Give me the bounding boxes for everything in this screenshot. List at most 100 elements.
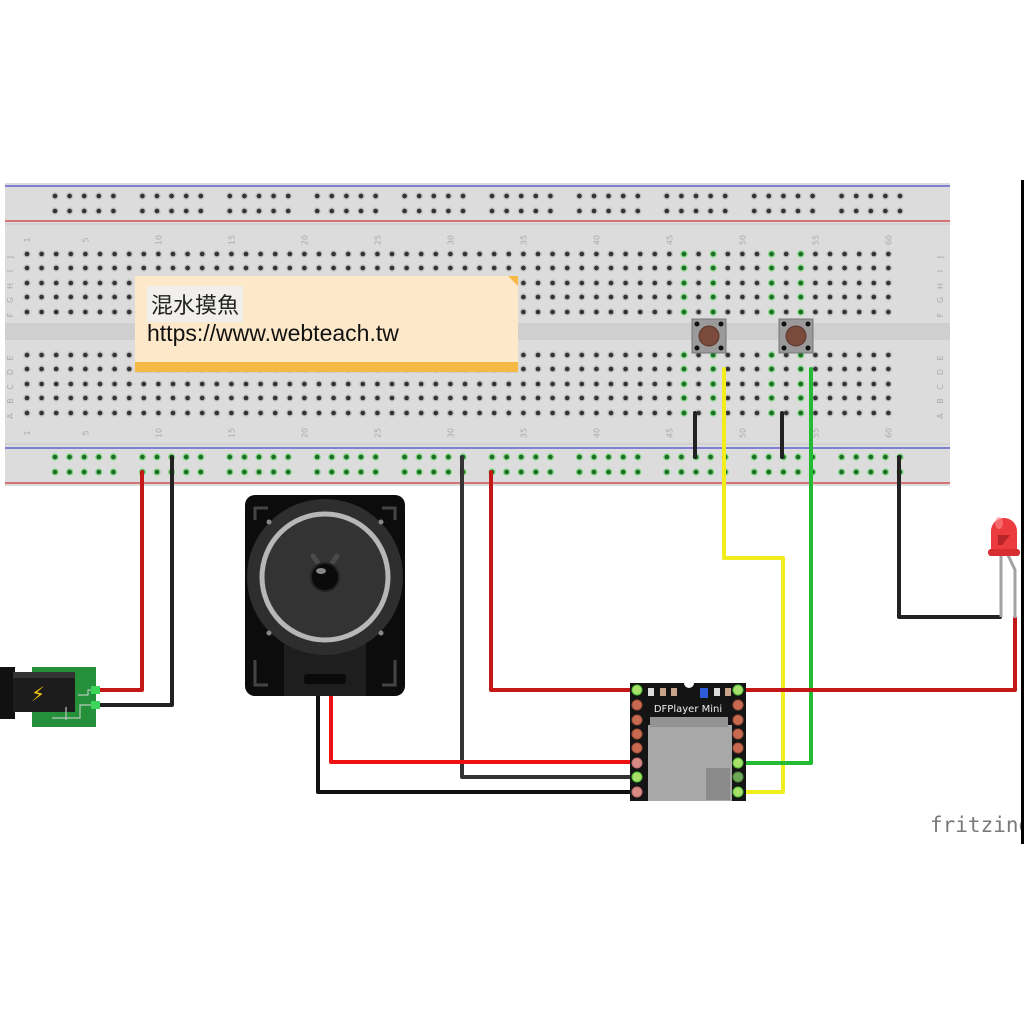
breadboard-hole[interactable]	[258, 395, 263, 401]
breadboard-hole[interactable]	[462, 251, 468, 257]
breadboard-hole[interactable]	[606, 454, 611, 460]
breadboard-hole[interactable]	[126, 352, 132, 358]
breadboard-hole[interactable]	[868, 193, 874, 199]
breadboard-hole[interactable]	[696, 280, 701, 286]
breadboard-hole[interactable]	[39, 352, 44, 358]
breadboard-hole[interactable]	[331, 410, 336, 416]
breadboard-hole[interactable]	[856, 410, 862, 416]
breadboard-hole[interactable]	[521, 280, 526, 286]
breadboard-hole[interactable]	[564, 265, 570, 271]
breadboard-hole[interactable]	[853, 454, 859, 460]
breadboard-hole[interactable]	[358, 454, 364, 460]
breadboard-hole[interactable]	[140, 193, 145, 199]
breadboard-hole[interactable]	[243, 381, 249, 387]
breadboard-hole[interactable]	[535, 352, 541, 358]
breadboard-hole[interactable]	[112, 280, 117, 286]
breadboard-hole[interactable]	[679, 193, 684, 199]
breadboard-hole[interactable]	[243, 395, 249, 401]
breadboard-hole[interactable]	[360, 410, 366, 416]
breadboard-hole[interactable]	[577, 469, 582, 475]
breadboard-hole[interactable]	[798, 309, 804, 315]
breadboard-hole[interactable]	[24, 309, 30, 315]
breadboard-hole[interactable]	[460, 208, 466, 214]
breadboard-hole[interactable]	[285, 193, 291, 199]
breadboard-hole[interactable]	[199, 381, 205, 387]
breadboard-hole[interactable]	[83, 366, 88, 372]
breadboard-hole[interactable]	[652, 309, 658, 315]
breadboard-hole[interactable]	[53, 366, 59, 372]
breadboard-hole[interactable]	[710, 294, 716, 300]
breadboard-hole[interactable]	[302, 395, 307, 401]
breadboard-hole[interactable]	[97, 251, 103, 257]
breadboard-hole[interactable]	[418, 395, 424, 401]
note-resize-bar[interactable]	[135, 362, 518, 372]
breadboard-hole[interactable]	[740, 294, 745, 300]
breadboard-hole[interactable]	[637, 410, 643, 416]
breadboard-hole[interactable]	[652, 381, 658, 387]
breadboard-hole[interactable]	[608, 280, 614, 286]
pushbutton-2[interactable]	[778, 318, 814, 354]
breadboard-hole[interactable]	[170, 381, 176, 387]
breadboard-hole[interactable]	[491, 410, 497, 416]
wire-power-black[interactable]	[98, 455, 174, 707]
breadboard-hole[interactable]	[96, 469, 102, 475]
breadboard-hole[interactable]	[886, 251, 891, 257]
breadboard-hole[interactable]	[302, 251, 307, 257]
breadboard-hole[interactable]	[316, 265, 322, 271]
breadboard-hole[interactable]	[637, 280, 643, 286]
sticky-note[interactable]: 混水摸魚 https://www.webteach.tw	[135, 276, 518, 372]
breadboard-hole[interactable]	[389, 395, 395, 401]
breadboard-hole[interactable]	[883, 469, 888, 475]
breadboard-hole[interactable]	[798, 294, 804, 300]
dfplayer-pin[interactable]	[732, 771, 744, 783]
breadboard-hole[interactable]	[623, 265, 628, 271]
breadboard-hole[interactable]	[781, 469, 786, 475]
wire-button2-green[interactable]	[736, 367, 813, 765]
breadboard-hole[interactable]	[344, 193, 349, 199]
breadboard-hole[interactable]	[83, 294, 88, 300]
breadboard-hole[interactable]	[667, 251, 672, 257]
breadboard-hole[interactable]	[608, 294, 614, 300]
breadboard-hole[interactable]	[842, 410, 847, 416]
breadboard-hole[interactable]	[375, 251, 380, 257]
breadboard-hole[interactable]	[769, 251, 774, 257]
breadboard-hole[interactable]	[67, 193, 72, 199]
breadboard-hole[interactable]	[548, 193, 553, 199]
breadboard-hole[interactable]	[126, 294, 132, 300]
breadboard-hole[interactable]	[550, 352, 555, 358]
breadboard-hole[interactable]	[68, 395, 74, 401]
breadboard-hole[interactable]	[827, 265, 833, 271]
breadboard-hole[interactable]	[256, 469, 262, 475]
breadboard-hole[interactable]	[710, 265, 716, 271]
breadboard-hole[interactable]	[722, 193, 728, 199]
breadboard-hole[interactable]	[535, 395, 541, 401]
breadboard-hole[interactable]	[564, 309, 570, 315]
breadboard-hole[interactable]	[52, 469, 58, 475]
breadboard-hole[interactable]	[287, 251, 293, 257]
breadboard-hole[interactable]	[667, 352, 672, 358]
breadboard-hole[interactable]	[696, 366, 701, 372]
breadboard-hole[interactable]	[842, 280, 847, 286]
breadboard-hole[interactable]	[696, 352, 701, 358]
breadboard-hole[interactable]	[871, 366, 877, 372]
breadboard-hole[interactable]	[316, 410, 322, 416]
breadboard-hole[interactable]	[97, 381, 103, 387]
breadboard-hole[interactable]	[24, 265, 30, 271]
breadboard-hole[interactable]	[623, 410, 628, 416]
breadboard-hole[interactable]	[39, 294, 44, 300]
breadboard-hole[interactable]	[769, 366, 774, 372]
dfplayer-pin[interactable]	[631, 771, 643, 783]
breadboard-hole[interactable]	[635, 454, 641, 460]
breadboard-hole[interactable]	[214, 251, 220, 257]
breadboard-hole[interactable]	[345, 381, 351, 387]
breadboard-hole[interactable]	[754, 280, 760, 286]
breadboard-hole[interactable]	[623, 294, 628, 300]
breadboard-hole[interactable]	[579, 410, 585, 416]
breadboard-hole[interactable]	[783, 410, 789, 416]
breadboard-hole[interactable]	[550, 280, 555, 286]
breadboard-hole[interactable]	[111, 208, 116, 214]
breadboard-hole[interactable]	[154, 208, 160, 214]
breadboard-hole[interactable]	[229, 410, 234, 416]
breadboard-hole[interactable]	[39, 410, 44, 416]
breadboard-hole[interactable]	[112, 410, 117, 416]
